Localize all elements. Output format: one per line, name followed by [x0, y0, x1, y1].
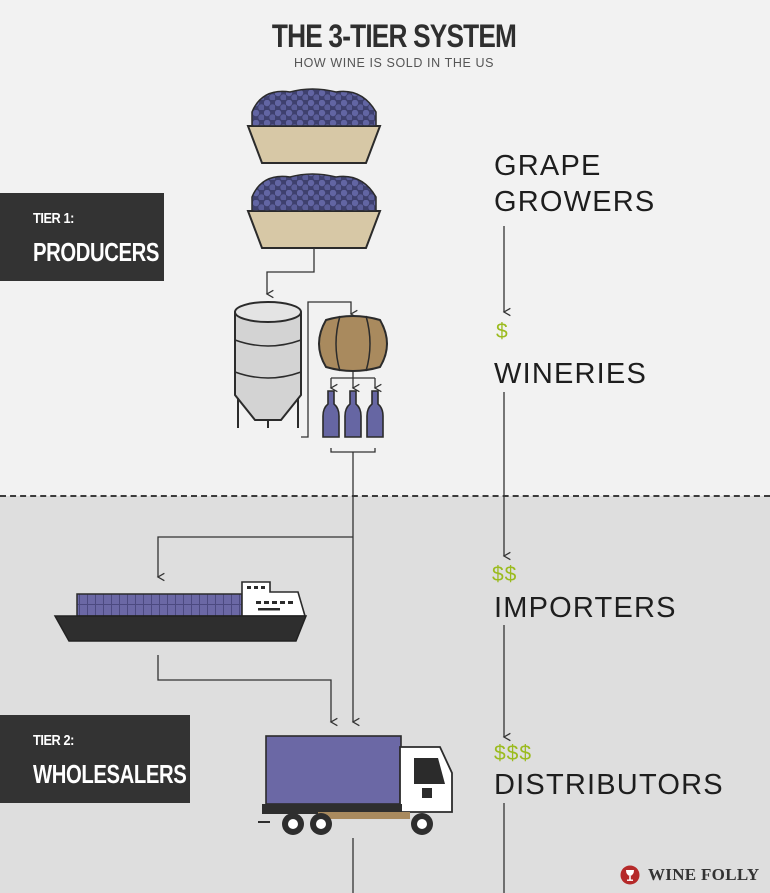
grape-crate-icon	[246, 88, 382, 164]
wine-bottle-icon	[322, 390, 340, 438]
stage-grape-growers-line1: GRAPE	[494, 150, 602, 182]
tier-1-box: TIER 1: PRODUCERS	[0, 193, 164, 281]
tank-to-barrel-connector	[301, 301, 358, 438]
delivery-truck-icon	[258, 735, 453, 835]
price-markup-1: $	[496, 320, 509, 343]
tier-2-box: TIER 2: WHOLESALERS	[0, 715, 190, 803]
price-markup-2: $$	[492, 563, 518, 586]
page-title: THE 3-TIER SYSTEM	[271, 18, 517, 54]
wholesalers-section-background	[0, 496, 770, 893]
stage-grape-growers: GRAPE GROWERS	[494, 148, 655, 220]
brand-logo: WINE FOLLY	[620, 864, 759, 886]
barrel-to-bottles-connector	[329, 372, 382, 393]
stage-importers: IMPORTERS	[494, 592, 677, 624]
brand-name: WINE FOLLY	[648, 865, 760, 884]
fermentation-tank-icon	[234, 301, 302, 428]
wine-folly-logo-icon	[620, 865, 640, 885]
page-subtitle: HOW WINE IS SOLD IN THE US	[293, 56, 495, 70]
tier-divider	[0, 495, 770, 497]
grape-crate-icon	[246, 173, 382, 249]
barrel-icon	[318, 315, 388, 372]
stage-wineries: WINERIES	[494, 358, 647, 390]
stage-grape-growers-line2: GROWERS	[494, 186, 656, 218]
tier-2-label: TIER 2:	[33, 732, 74, 749]
tier-1-name: PRODUCERS	[33, 237, 160, 267]
cargo-ship-icon	[53, 581, 308, 642]
bottles-to-distribution-connector	[156, 448, 376, 893]
tier-1-label: TIER 1:	[33, 210, 74, 227]
wine-bottle-icon	[344, 390, 362, 438]
crate-to-tank-connector	[265, 248, 315, 299]
wine-bottle-icon	[366, 390, 384, 438]
tier-2-name: WHOLESALERS	[33, 759, 187, 789]
stage-distributors: DISTRIBUTORS	[494, 769, 724, 801]
price-markup-3: $$$	[494, 742, 533, 765]
